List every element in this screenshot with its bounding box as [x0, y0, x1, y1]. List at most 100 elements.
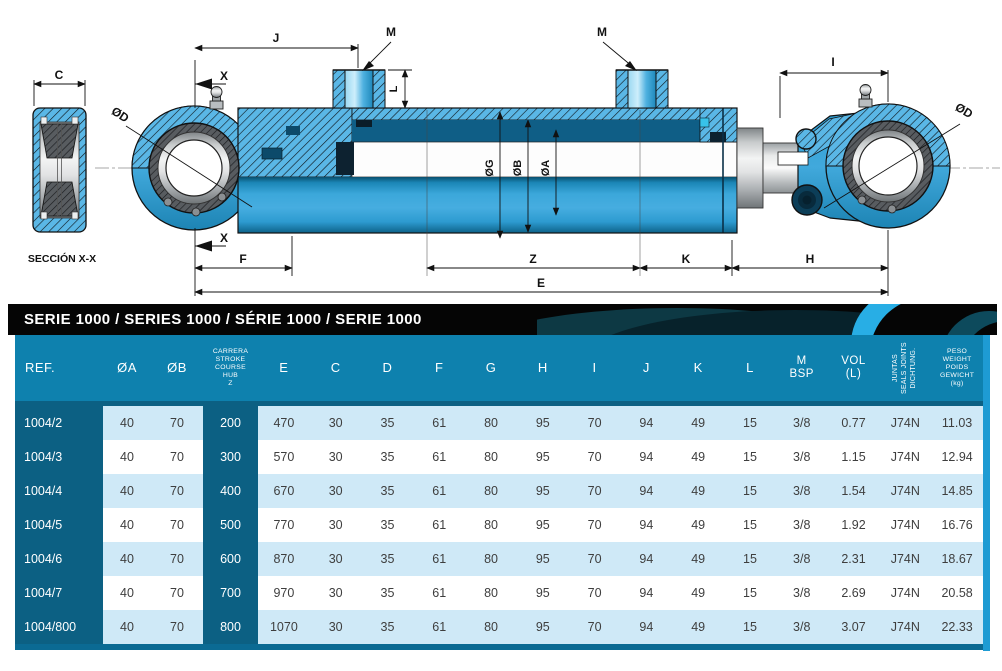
- cell-value: 30: [309, 440, 362, 474]
- dim-label-od-left: ØD: [109, 104, 132, 126]
- cell-oa: 40: [103, 576, 151, 610]
- swoosh-decoration: [537, 304, 997, 335]
- cell-value: 30: [309, 406, 362, 440]
- cell-oa: 40: [103, 542, 151, 576]
- cell-stroke: 300: [220, 450, 241, 464]
- section-view: C SECCIÓN X-X: [28, 68, 96, 265]
- cell-value: 870: [258, 542, 310, 576]
- header-i: I: [592, 359, 597, 375]
- cell-ob: 70: [151, 406, 203, 440]
- cell-value: 70: [568, 508, 621, 542]
- cell-value: 80: [465, 440, 517, 474]
- dim-label-k: K: [682, 252, 691, 266]
- cell-value: 570: [258, 440, 310, 474]
- cell-value: 61: [413, 542, 466, 576]
- cell-stroke: 700: [220, 586, 241, 600]
- dim-label-c: C: [55, 68, 64, 82]
- header-d: D: [382, 359, 393, 375]
- cell-oa: 40: [103, 508, 151, 542]
- cell-value: 94: [620, 474, 673, 508]
- cell-value: 80: [465, 508, 517, 542]
- cell-value: 49: [672, 542, 725, 576]
- cell-value: J74N: [879, 576, 932, 610]
- cell-ob: 70: [151, 610, 203, 644]
- cell-value: 94: [620, 576, 673, 610]
- cell-value: 3/8: [775, 440, 828, 474]
- cell-value: 3/8: [775, 508, 828, 542]
- header-ob: ØB: [167, 359, 187, 375]
- cell-value: 14.85: [931, 474, 983, 508]
- cell-value: 22.33: [931, 610, 983, 644]
- cell-stroke: 500: [220, 518, 241, 532]
- cell-ref: 1004/2: [24, 416, 63, 430]
- cell-value: 61: [413, 576, 466, 610]
- cell-value: 95: [516, 576, 569, 610]
- dim-label-ob: ØB: [512, 160, 524, 177]
- cell-value: 3.07: [827, 610, 880, 644]
- port-right: [615, 69, 669, 109]
- cell-value: 80: [465, 542, 517, 576]
- cell-value: J74N: [879, 610, 932, 644]
- cell-oa: 40: [103, 474, 151, 508]
- cell-value: 670: [258, 474, 310, 508]
- cell-value: 30: [309, 508, 362, 542]
- cell-value: 35: [361, 542, 414, 576]
- table-right-border: [983, 335, 990, 651]
- cell-value: 61: [413, 610, 466, 644]
- cell-value: 15: [724, 406, 776, 440]
- cell-value: 15: [724, 576, 776, 610]
- cell-value: 80: [465, 474, 517, 508]
- cell-value: 2.31: [827, 542, 880, 576]
- cell-value: 20.58: [931, 576, 983, 610]
- cell-oa: 40: [103, 440, 151, 474]
- cell-ob: 70: [151, 576, 203, 610]
- header-oa: ØA: [117, 359, 137, 375]
- dim-label-oa: ØA: [540, 160, 552, 177]
- cell-value: 95: [516, 542, 569, 576]
- cell-value: 1.15: [827, 440, 880, 474]
- cell-value: 95: [516, 440, 569, 474]
- cell-value: 70: [568, 610, 621, 644]
- cell-value: 30: [309, 474, 362, 508]
- cell-value: 3/8: [775, 474, 828, 508]
- header-weight: PESO WEIGHT POIDS GEWICHT (kg): [939, 348, 975, 387]
- cell-stroke: 800: [220, 620, 241, 634]
- header-stroke: CARRERA STROKE COURSE HUB Z: [212, 348, 249, 387]
- cell-value: 61: [413, 440, 466, 474]
- cell-value: 49: [672, 508, 725, 542]
- header-j: J: [642, 359, 650, 375]
- cell-value: 35: [361, 474, 414, 508]
- cell-value: 49: [672, 474, 725, 508]
- cell-value: 94: [620, 508, 673, 542]
- cell-value: 1.92: [827, 508, 880, 542]
- cell-value: 80: [465, 576, 517, 610]
- dimensions: [125, 41, 961, 296]
- cell-value: 70: [568, 406, 621, 440]
- cell-value: 3/8: [775, 610, 828, 644]
- header-body-separator: [15, 401, 983, 406]
- cell-value: J74N: [879, 474, 932, 508]
- cell-ob: 70: [151, 508, 203, 542]
- header-m-bsp: M BSP: [789, 354, 814, 380]
- cell-value: 16.76: [931, 508, 983, 542]
- cell-value: 1070: [258, 610, 310, 644]
- cell-value: 61: [413, 508, 466, 542]
- cell-value: 15: [724, 508, 776, 542]
- cell-value: 94: [620, 542, 673, 576]
- cell-value: 94: [620, 610, 673, 644]
- cylinder-view: [131, 69, 951, 234]
- dim-label-od-right: ØD: [953, 100, 976, 121]
- dimension-labels: J M M X X L ØD ØD ØG ØB ØA I F Z K H E: [109, 25, 976, 290]
- cell-value: 49: [672, 610, 725, 644]
- cell-value: 95: [516, 508, 569, 542]
- cell-value: 94: [620, 440, 673, 474]
- header-e: E: [279, 359, 289, 375]
